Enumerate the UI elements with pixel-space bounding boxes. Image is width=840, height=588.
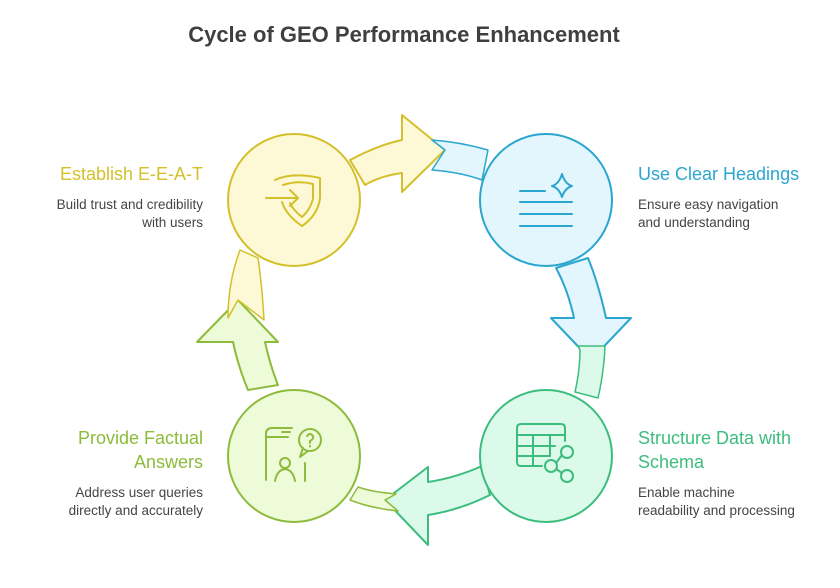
- step-answers-description: Address user queries directly and accurat…: [20, 484, 203, 520]
- node-headings: [479, 133, 613, 267]
- table-share-icon: [516, 423, 574, 483]
- user-question-icon: [265, 427, 322, 482]
- description-line: readability and processing: [638, 503, 795, 518]
- step-headings-description: Ensure easy navigation and understanding: [638, 196, 838, 232]
- step-eeat-heading: Establish E-E-A-T: [59, 164, 203, 184]
- description-line: and understanding: [638, 215, 750, 230]
- description-line: Address user queries: [75, 485, 203, 500]
- step-eeat-description: Build trust and credibility with users: [20, 196, 203, 232]
- arrow-answers-to-eeat: [196, 299, 279, 391]
- node-answers: [227, 389, 361, 523]
- step-eeat-label: Establish E-E-A-T Build trust and credib…: [20, 162, 203, 232]
- arrow-band-answers: [349, 486, 399, 512]
- arrow-band-schema: [574, 345, 606, 399]
- description-line: Build trust and credibility: [56, 197, 203, 212]
- description-line: directly and accurately: [68, 503, 203, 518]
- text-sparkle-icon: [519, 173, 573, 227]
- description-line: Enable machine: [638, 485, 735, 500]
- diagram-title: Cycle of GEO Performance Enhancement: [188, 22, 620, 47]
- description-line: with users: [142, 215, 203, 230]
- node-schema: [479, 389, 613, 523]
- heading-line: Schema: [638, 452, 705, 472]
- node-eeat: [227, 133, 361, 267]
- step-headings-label: Use Clear Headings Ensure easy navigatio…: [638, 162, 838, 232]
- heading-line: Provide Factual: [77, 428, 203, 448]
- heading-line: Answers: [133, 452, 203, 472]
- arrow-schema-to-answers: [384, 465, 491, 546]
- step-headings-heading: Use Clear Headings: [638, 164, 800, 184]
- arrow-headings-to-schema: [550, 257, 632, 361]
- heading-line: Structure Data with: [638, 428, 792, 448]
- step-schema-description: Enable machine readability and processing: [638, 484, 838, 520]
- arrow-band-headings: [431, 139, 489, 181]
- arrow-eeat-to-headings: [349, 114, 446, 193]
- description-line: Ensure easy navigation: [638, 197, 779, 212]
- arrow-band-eeat: [227, 249, 265, 321]
- shield-enter-icon: [265, 174, 321, 227]
